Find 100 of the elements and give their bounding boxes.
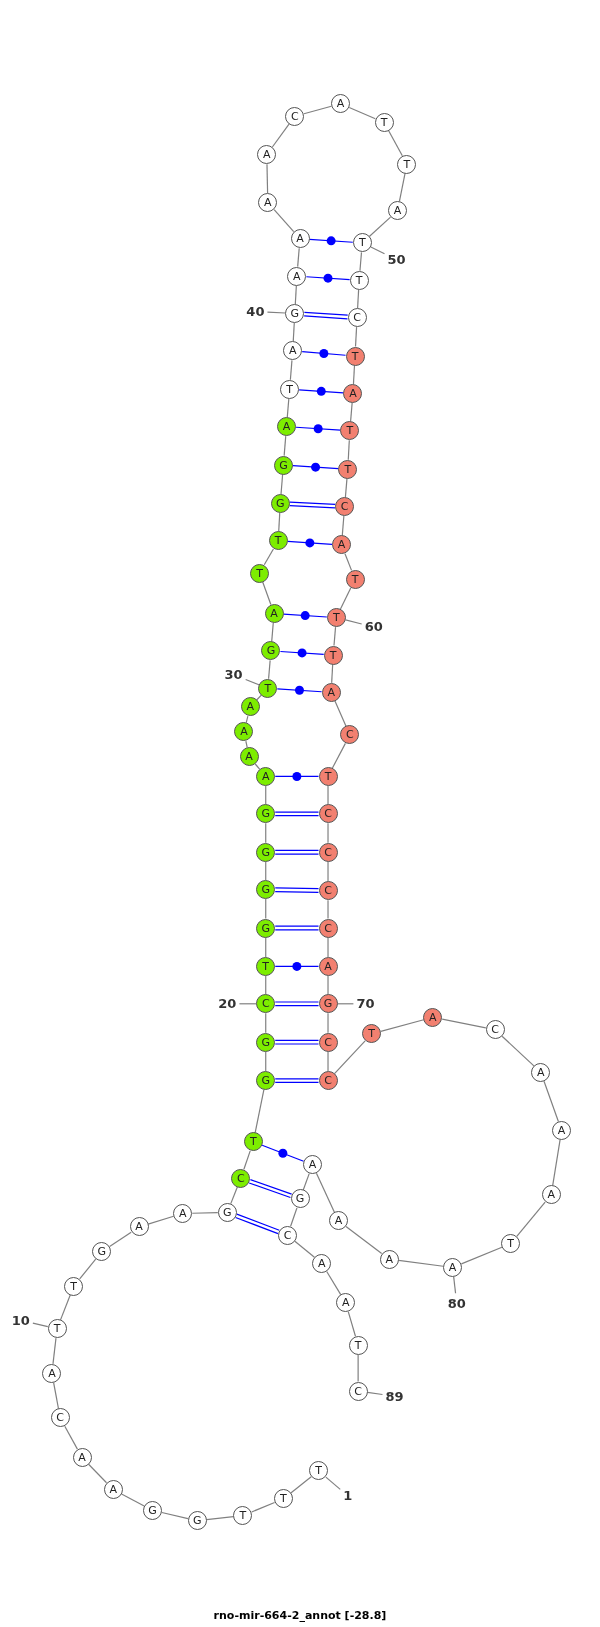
base-pair-line (234, 1213, 280, 1235)
nucleotide-circle: A (541, 1185, 561, 1205)
backbone-line (348, 106, 376, 120)
base-pair-line (289, 501, 336, 509)
backbone-line (398, 172, 406, 202)
nucleotide-circle: C (285, 106, 305, 126)
position-number: 80 (447, 1296, 466, 1312)
backbone-line (254, 763, 261, 770)
nucleotide-circle: T (233, 1506, 253, 1526)
nucleotide-circle: C (318, 842, 338, 862)
base-pair-line (308, 238, 354, 243)
nucleotide-circle: G (256, 880, 276, 900)
nucleotide-circle: A (302, 1155, 322, 1175)
nucleotide-circle: A (343, 383, 363, 403)
position-number: 50 (387, 252, 406, 267)
backbone-line (294, 285, 297, 305)
backbone-line (339, 587, 352, 610)
backbone-line (327, 1012, 329, 1034)
nucleotide-circle: T (397, 154, 417, 174)
nucleotide-circle: A (264, 604, 284, 623)
backbone-line (290, 1207, 298, 1227)
backbone-line (243, 1150, 251, 1170)
base-pair-line (298, 389, 345, 394)
leader-line (344, 619, 363, 625)
nucleotide-circle: A (328, 1211, 348, 1231)
position-number: 60 (364, 619, 383, 635)
backbone-line (552, 1139, 561, 1186)
nucleotide-circle: G (256, 804, 276, 824)
backbone-line (265, 1012, 267, 1034)
nucleotide-circle: G (256, 1071, 276, 1091)
backbone-line (354, 326, 358, 348)
base-pair-line (261, 1144, 305, 1162)
backbone-line (289, 359, 293, 381)
nucleotide-circle: A (443, 1257, 463, 1277)
nucleotide-circle: A (331, 94, 350, 114)
nucleotide-circle: A (318, 956, 338, 976)
position-number: 40 (246, 303, 265, 319)
backbone-line (265, 936, 267, 958)
nucleotide-circle: A (287, 266, 307, 286)
backbone-line (357, 1354, 359, 1383)
backbone-line (350, 402, 353, 422)
position-number: 20 (218, 996, 237, 1012)
backbone-line (352, 364, 356, 385)
backbone-line (388, 130, 403, 157)
backbone-line (256, 694, 262, 701)
base-pair-line (301, 351, 347, 356)
backbone-line (268, 659, 271, 680)
nucleotide-circle: A (290, 229, 310, 249)
backbone-line (79, 1258, 97, 1280)
nucleotide-circle: T (362, 1024, 382, 1044)
nucleotide-circle: T (47, 1319, 67, 1339)
nucleotide-circle: T (250, 563, 269, 583)
nucleotide-circle: A (277, 417, 296, 437)
nucleotide-circle: C (318, 804, 338, 824)
backbone-line (327, 975, 329, 995)
backbone-line (327, 936, 329, 958)
leader-line (453, 1276, 457, 1294)
nucleotide-circle: C (318, 1071, 338, 1091)
base-pair-line (295, 426, 341, 431)
nucleotide-circle: A (257, 145, 277, 165)
backbone-line (278, 512, 281, 532)
nucleotide-circle: A (321, 682, 341, 702)
nucleotide-circle: G (187, 1511, 207, 1531)
base-pair-line (274, 1001, 320, 1007)
backbone-line (331, 742, 346, 769)
backbone-line (344, 553, 353, 571)
nucleotide-circle: A (388, 201, 408, 221)
backbone-line (147, 1215, 175, 1225)
base-pair-line (248, 1179, 293, 1199)
nucleotide-circle: A (531, 1062, 551, 1082)
position-number: 10 (11, 1312, 30, 1328)
base-pair-line (274, 887, 320, 893)
nucleotide-circle: T (338, 459, 358, 479)
backbone-line (52, 1337, 57, 1365)
backbone-line (368, 216, 392, 238)
backbone-line (206, 1516, 235, 1521)
base-pair-line (274, 1078, 320, 1083)
base-pair-line (282, 613, 328, 618)
nucleotide-circle: C (256, 994, 276, 1014)
leader-line (238, 1003, 257, 1005)
base-pair-line (274, 965, 320, 967)
base-pair-line (274, 1039, 320, 1045)
backbone-line (501, 1035, 535, 1067)
nucleotide-circle: A (42, 1363, 62, 1383)
nucleotide-circle: C (231, 1168, 251, 1188)
nucleotide-circle: T (323, 645, 343, 665)
nucleotide-circle: A (72, 1447, 92, 1467)
leader-line (370, 246, 386, 255)
backbone-line (273, 208, 295, 233)
backbone-line (460, 1246, 503, 1265)
base-pair-line (287, 540, 333, 545)
backbone-line (266, 163, 269, 194)
position-number: 30 (224, 667, 243, 683)
backbone-line (347, 439, 350, 461)
nucleotide-circle: T (345, 569, 365, 589)
backbone-line (59, 1294, 71, 1321)
backbone-line (53, 1382, 60, 1410)
backbone-line (543, 1080, 559, 1123)
nucleotide-circle: C (485, 1020, 505, 1040)
nucleotide-circle: A (239, 747, 259, 767)
